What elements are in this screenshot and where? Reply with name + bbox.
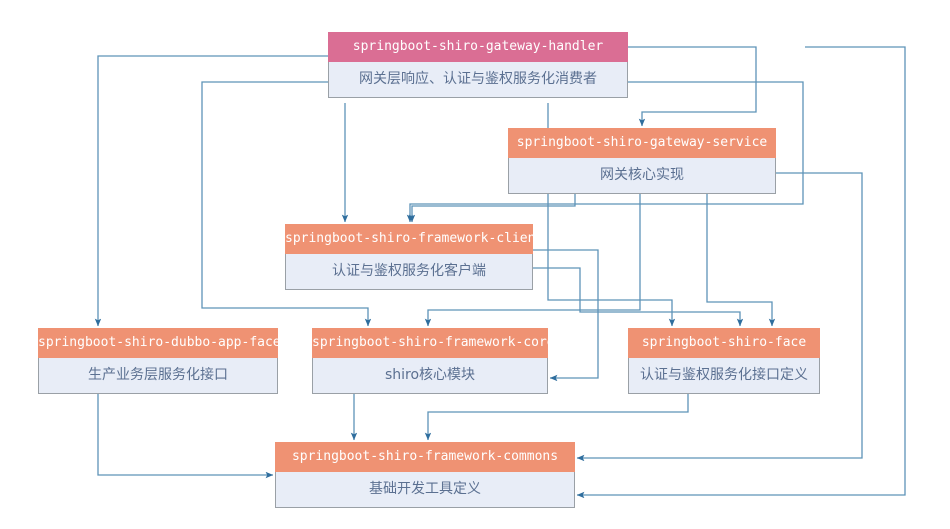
edge-handler-to-framework-client: [406, 81, 804, 223]
node-desc-gateway-service: 网关核心实现: [508, 158, 776, 194]
node-framework-core[interactable]: springboot-shiro-framework-core shiro核心模…: [312, 328, 548, 394]
edge-shiro-face-to-commons: [424, 394, 689, 441]
edge-gateway-service-to-client: [408, 192, 576, 223]
node-gateway-handler[interactable]: springboot-shiro-gateway-handler 网关层响应、认…: [328, 32, 628, 98]
node-desc-gateway-handler: 网关层响应、认证与鉴权服务化消费者: [328, 62, 628, 98]
node-title-shiro-face: springboot-shiro-face: [628, 328, 820, 358]
node-desc-framework-commons: 基础开发工具定义: [275, 472, 575, 508]
edge-dubbo-app-face-to-commons: [97, 364, 274, 479]
node-shiro-face[interactable]: springboot-shiro-face 认证与鉴权服务化接口定义: [628, 328, 820, 394]
node-framework-commons[interactable]: springboot-shiro-framework-commons 基础开发工…: [275, 442, 575, 508]
node-title-gateway-service: springboot-shiro-gateway-service: [508, 128, 776, 158]
edge-gateway-service-to-core: [424, 192, 641, 327]
node-title-gateway-handler: springboot-shiro-gateway-handler: [328, 32, 628, 62]
edge-handler-to-framework-core: [201, 81, 372, 327]
edge-client-to-shiro-face: [533, 267, 744, 327]
node-title-framework-core: springboot-shiro-framework-core: [312, 328, 548, 358]
node-title-framework-commons: springboot-shiro-framework-commons: [275, 442, 575, 472]
node-dubbo-app-face[interactable]: springboot-shiro-dubbo-app-face 生产业务层服务化…: [38, 328, 278, 394]
edge-client-to-framework-core: [533, 249, 599, 382]
node-desc-shiro-face: 认证与鉴权服务化接口定义: [628, 358, 820, 394]
node-title-dubbo-app-face: springboot-shiro-dubbo-app-face: [38, 328, 278, 358]
edge-handler-to-framework-commons: [576, 46, 906, 499]
node-title-framework-client: springboot-shiro-framework-client: [285, 224, 533, 254]
node-desc-framework-client: 认证与鉴权服务化客户端: [285, 254, 533, 290]
edge-gateway-service-to-shiro-face: [706, 192, 776, 327]
node-desc-dubbo-app-face: 生产业务层服务化接口: [38, 358, 278, 394]
node-gateway-service[interactable]: springboot-shiro-gateway-service 网关核心实现: [508, 128, 776, 194]
edge-handler-to-gateway-service: [628, 46, 757, 127]
edge-handler-to-dubbo-app-face: [94, 55, 328, 327]
node-desc-framework-core: shiro核心模块: [312, 358, 548, 394]
node-framework-client[interactable]: springboot-shiro-framework-client 认证与鉴权服…: [285, 224, 533, 290]
edge-gateway-service-to-commons: [576, 172, 863, 462]
